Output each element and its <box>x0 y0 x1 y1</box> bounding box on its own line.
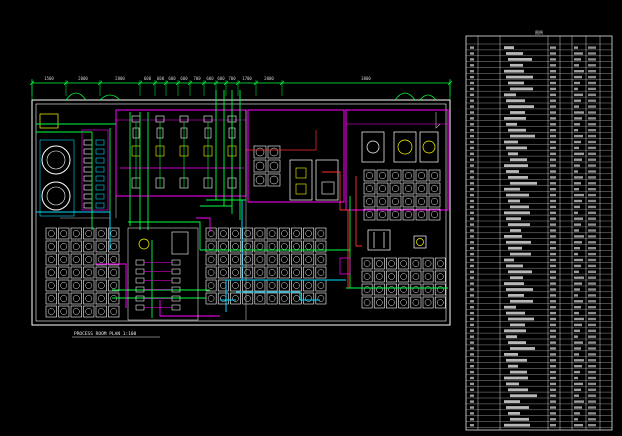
dimension-label: 2000 <box>264 76 274 81</box>
dimension-label: 3800 <box>361 76 371 81</box>
dimension-label: 2800 <box>115 76 125 81</box>
dimension-label: 600 <box>180 76 188 81</box>
storage-tanks <box>39 113 75 217</box>
outer-wall <box>31 99 451 326</box>
dimension-label: 1700 <box>242 76 252 81</box>
dimension-label: 1500 <box>44 76 54 81</box>
plan-caption: PROCESS ROOM PLAN 1:100 <box>72 331 160 338</box>
dimension-label: 700 <box>228 76 236 81</box>
pump-room-equipment <box>253 145 339 201</box>
dosing-pumps <box>120 115 244 189</box>
center-valve-cluster <box>127 227 199 321</box>
right-valve-set <box>339 229 427 275</box>
dimension-label: 600 <box>168 76 176 81</box>
legend-table-title: 图例 <box>535 29 543 35</box>
dimension-label: 600 <box>206 76 214 81</box>
chiller-room <box>345 109 449 211</box>
equipment-grids <box>45 169 446 318</box>
dimension-label: 600 <box>217 76 225 81</box>
plan-caption-text: PROCESS ROOM PLAN 1:100 <box>74 331 137 337</box>
chiller-units <box>361 131 439 163</box>
pipe-network <box>36 90 448 320</box>
pump-room <box>247 109 345 203</box>
wall-openings <box>65 92 437 101</box>
dimension-label: 700 <box>193 76 201 81</box>
legend-table: 图例 <box>465 29 613 431</box>
dimension-label: 600 <box>157 76 165 81</box>
dimension-label: 2000 <box>78 76 88 81</box>
dimension-label: 600 <box>144 76 152 81</box>
